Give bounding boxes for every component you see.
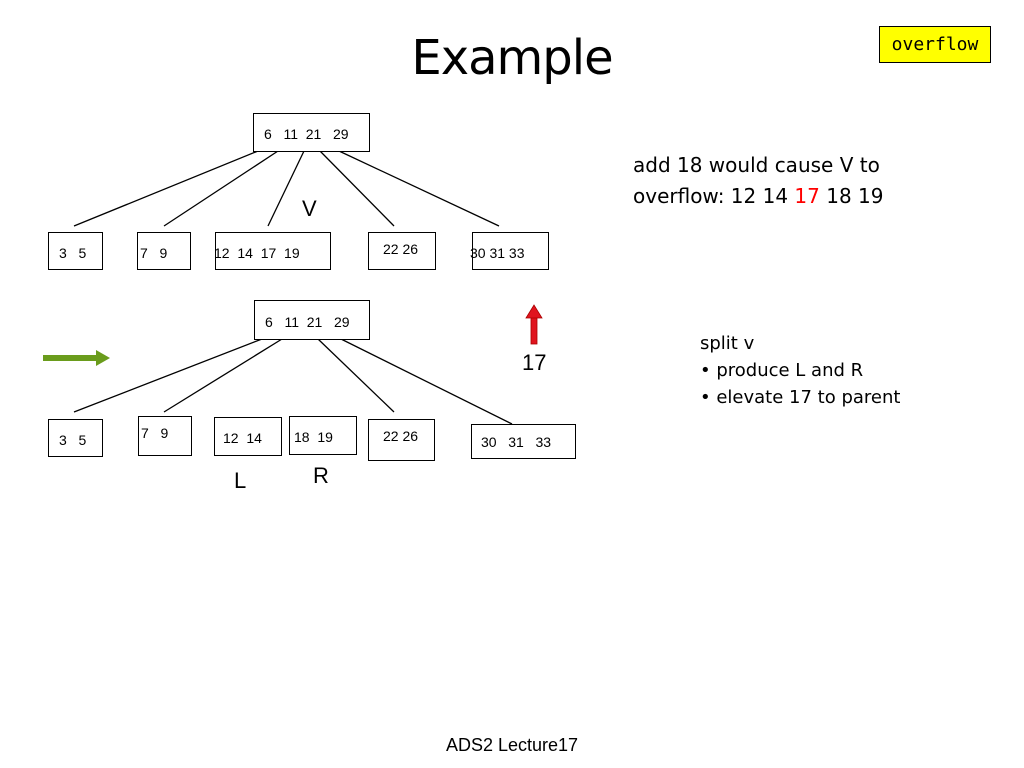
leaf-keys: 30 31 33 — [470, 245, 525, 261]
split-item: • produce L and R — [700, 360, 864, 381]
split-item: • elevate 17 to parent — [700, 387, 901, 408]
overflow-badge: overflow — [879, 26, 991, 63]
leaf-keys: 12 14 — [223, 430, 262, 446]
leaf-node-before-2: 7 9 — [137, 232, 191, 270]
split-title: split v — [700, 333, 755, 354]
right-arrow-icon — [43, 350, 110, 366]
leaf-node-after-2: 7 9 — [138, 416, 192, 456]
leaf-keys: 3 5 — [59, 245, 87, 261]
leaf-node-after-6: 30 31 33 — [471, 424, 576, 459]
leaf-keys: 7 9 — [141, 425, 169, 441]
overflow-line-2: overflow: 12 14 17 18 19 — [633, 184, 884, 208]
leaf-node-l: 12 14 — [214, 417, 282, 456]
up-arrow-icon — [525, 304, 543, 345]
leaf-keys: 7 9 — [140, 245, 168, 261]
leaf-keys: 18 19 — [294, 429, 333, 445]
split-steps: split v • produce L and R • elevate 17 t… — [700, 330, 900, 411]
overflow-line-1: add 18 would cause V to — [633, 153, 880, 177]
root-node-keys: 6 11 21 29 — [264, 126, 349, 142]
leaf-node-before-4: 22 26 — [368, 232, 436, 270]
leaf-node-after-1: 3 5 — [48, 419, 103, 457]
overflow-highlight: 17 — [794, 184, 820, 208]
root-node-after: 6 11 21 29 — [254, 300, 370, 340]
v-label: V — [302, 196, 317, 221]
leaf-keys: 3 5 — [59, 432, 87, 448]
slide-footer: ADS2 Lecture17 — [445, 735, 579, 755]
leaf-node-v: 12 14 17 19 — [214, 232, 331, 270]
leaf-keys: 12 14 17 19 — [214, 245, 300, 261]
l-label: L — [234, 468, 247, 493]
elevated-key-label: 17 — [522, 350, 547, 375]
leaf-keys: 30 31 33 — [481, 434, 552, 450]
r-label: R — [313, 463, 329, 488]
root-node-keys: 6 11 21 29 — [265, 314, 350, 330]
leaf-node-before-1: 3 5 — [48, 232, 103, 270]
root-node-before: 6 11 21 29 — [253, 113, 370, 152]
leaf-node-before-5: 30 31 33 — [470, 232, 549, 270]
overflow-explanation: add 18 would cause V to overflow: 12 14 … — [633, 150, 883, 212]
slide-title: Example — [411, 30, 613, 86]
leaf-keys: 22 26 — [383, 241, 419, 257]
leaf-node-r: 18 19 — [289, 416, 357, 455]
leaf-keys: 22 26 — [383, 428, 419, 444]
leaf-node-after-5: 22 26 — [368, 419, 435, 461]
